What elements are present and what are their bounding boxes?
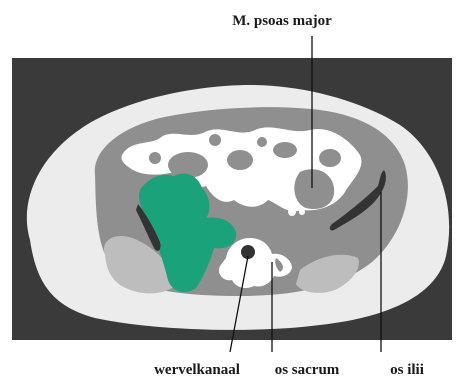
label-os-ilii: os ilii — [390, 362, 424, 378]
bowel-detail-5 — [209, 134, 221, 146]
bowel-detail-2 — [227, 150, 253, 170]
bowel-detail-6 — [257, 137, 267, 147]
bowel-detail-4 — [319, 149, 341, 167]
white-dot-1 — [288, 208, 296, 216]
white-dot-2 — [299, 209, 305, 215]
label-psoas-major: M. psoas major — [232, 13, 332, 29]
bowel-detail-1 — [168, 152, 208, 178]
label-os-sacrum: os sacrum — [275, 362, 340, 378]
bowel-detail-7 — [149, 152, 161, 164]
bowel-detail-3 — [273, 142, 297, 158]
label-wervelkanaal: wervelkanaal — [154, 362, 240, 378]
